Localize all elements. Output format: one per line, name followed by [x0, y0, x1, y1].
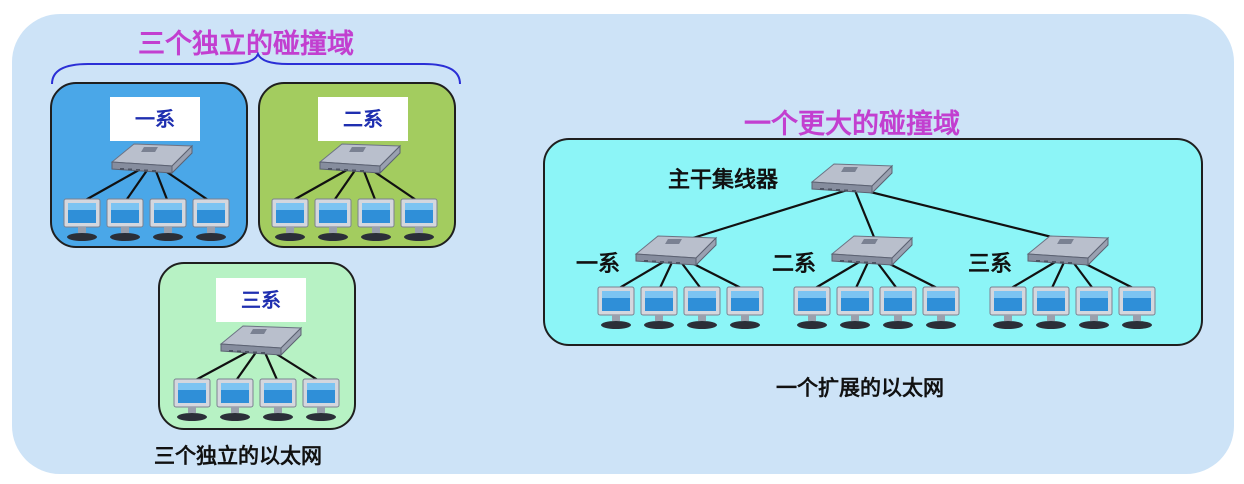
computer-icon — [1032, 286, 1070, 330]
domain-2-hub-icon — [318, 140, 402, 176]
group-label-2: 二系 — [772, 252, 817, 277]
computer-icon — [793, 286, 831, 330]
group-3-wire — [1007, 257, 1063, 291]
computer-icon — [640, 286, 678, 330]
computer-icon — [302, 378, 340, 422]
group-1-hub-icon — [634, 232, 718, 268]
computer-icon — [149, 198, 187, 242]
computer-icon — [597, 286, 635, 330]
computer-icon — [1075, 286, 1113, 330]
domain-2-wire — [332, 165, 359, 203]
backbone-hub-icon — [810, 160, 894, 196]
computer-icon — [271, 198, 309, 242]
computer-icon — [989, 286, 1027, 330]
group-3-hub-icon — [1026, 232, 1110, 268]
computer-icon — [314, 198, 352, 242]
group-1-wire — [615, 257, 671, 291]
domain-1-hub-icon — [110, 140, 194, 176]
computer-icon — [173, 378, 211, 422]
domain-3-wire — [191, 347, 256, 383]
computer-icon — [922, 286, 960, 330]
domain-2-wire — [289, 165, 355, 203]
computer-icon — [400, 198, 438, 242]
backbone-wire — [853, 186, 1073, 244]
group-label-3: 三系 — [968, 252, 1013, 277]
computer-icon — [357, 198, 395, 242]
computer-icon — [1118, 286, 1156, 330]
computer-icon — [106, 198, 144, 242]
computer-icon — [683, 286, 721, 330]
computer-icon — [879, 286, 917, 330]
backbone-wire — [852, 187, 878, 243]
computer-icon — [726, 286, 764, 330]
domain-3-hub-icon — [219, 322, 303, 358]
group-2-wire — [811, 257, 867, 291]
group-2-hub-icon — [830, 232, 914, 268]
backbone-wire — [679, 186, 855, 244]
domain-label-1: 一系 — [110, 97, 200, 141]
brace — [51, 52, 461, 85]
domain-1-wire — [81, 165, 147, 203]
computer-icon — [216, 378, 254, 422]
domain-label-2: 二系 — [318, 97, 408, 141]
left-heading: 三个独立的碰撞域 — [138, 29, 354, 60]
backbone-hub-label: 主干集线器 — [668, 168, 779, 193]
domain-1-wire — [124, 165, 151, 203]
computer-icon — [63, 198, 101, 242]
group-label-1: 一系 — [576, 252, 621, 277]
right-caption: 一个扩展的以太网 — [776, 376, 944, 400]
computer-icon — [836, 286, 874, 330]
computer-icon — [259, 378, 297, 422]
computer-icon — [192, 198, 230, 242]
left-caption: 三个独立的以太网 — [154, 444, 322, 468]
domain-label-3: 三系 — [216, 278, 306, 322]
right-heading: 一个更大的碰撞域 — [744, 109, 960, 140]
